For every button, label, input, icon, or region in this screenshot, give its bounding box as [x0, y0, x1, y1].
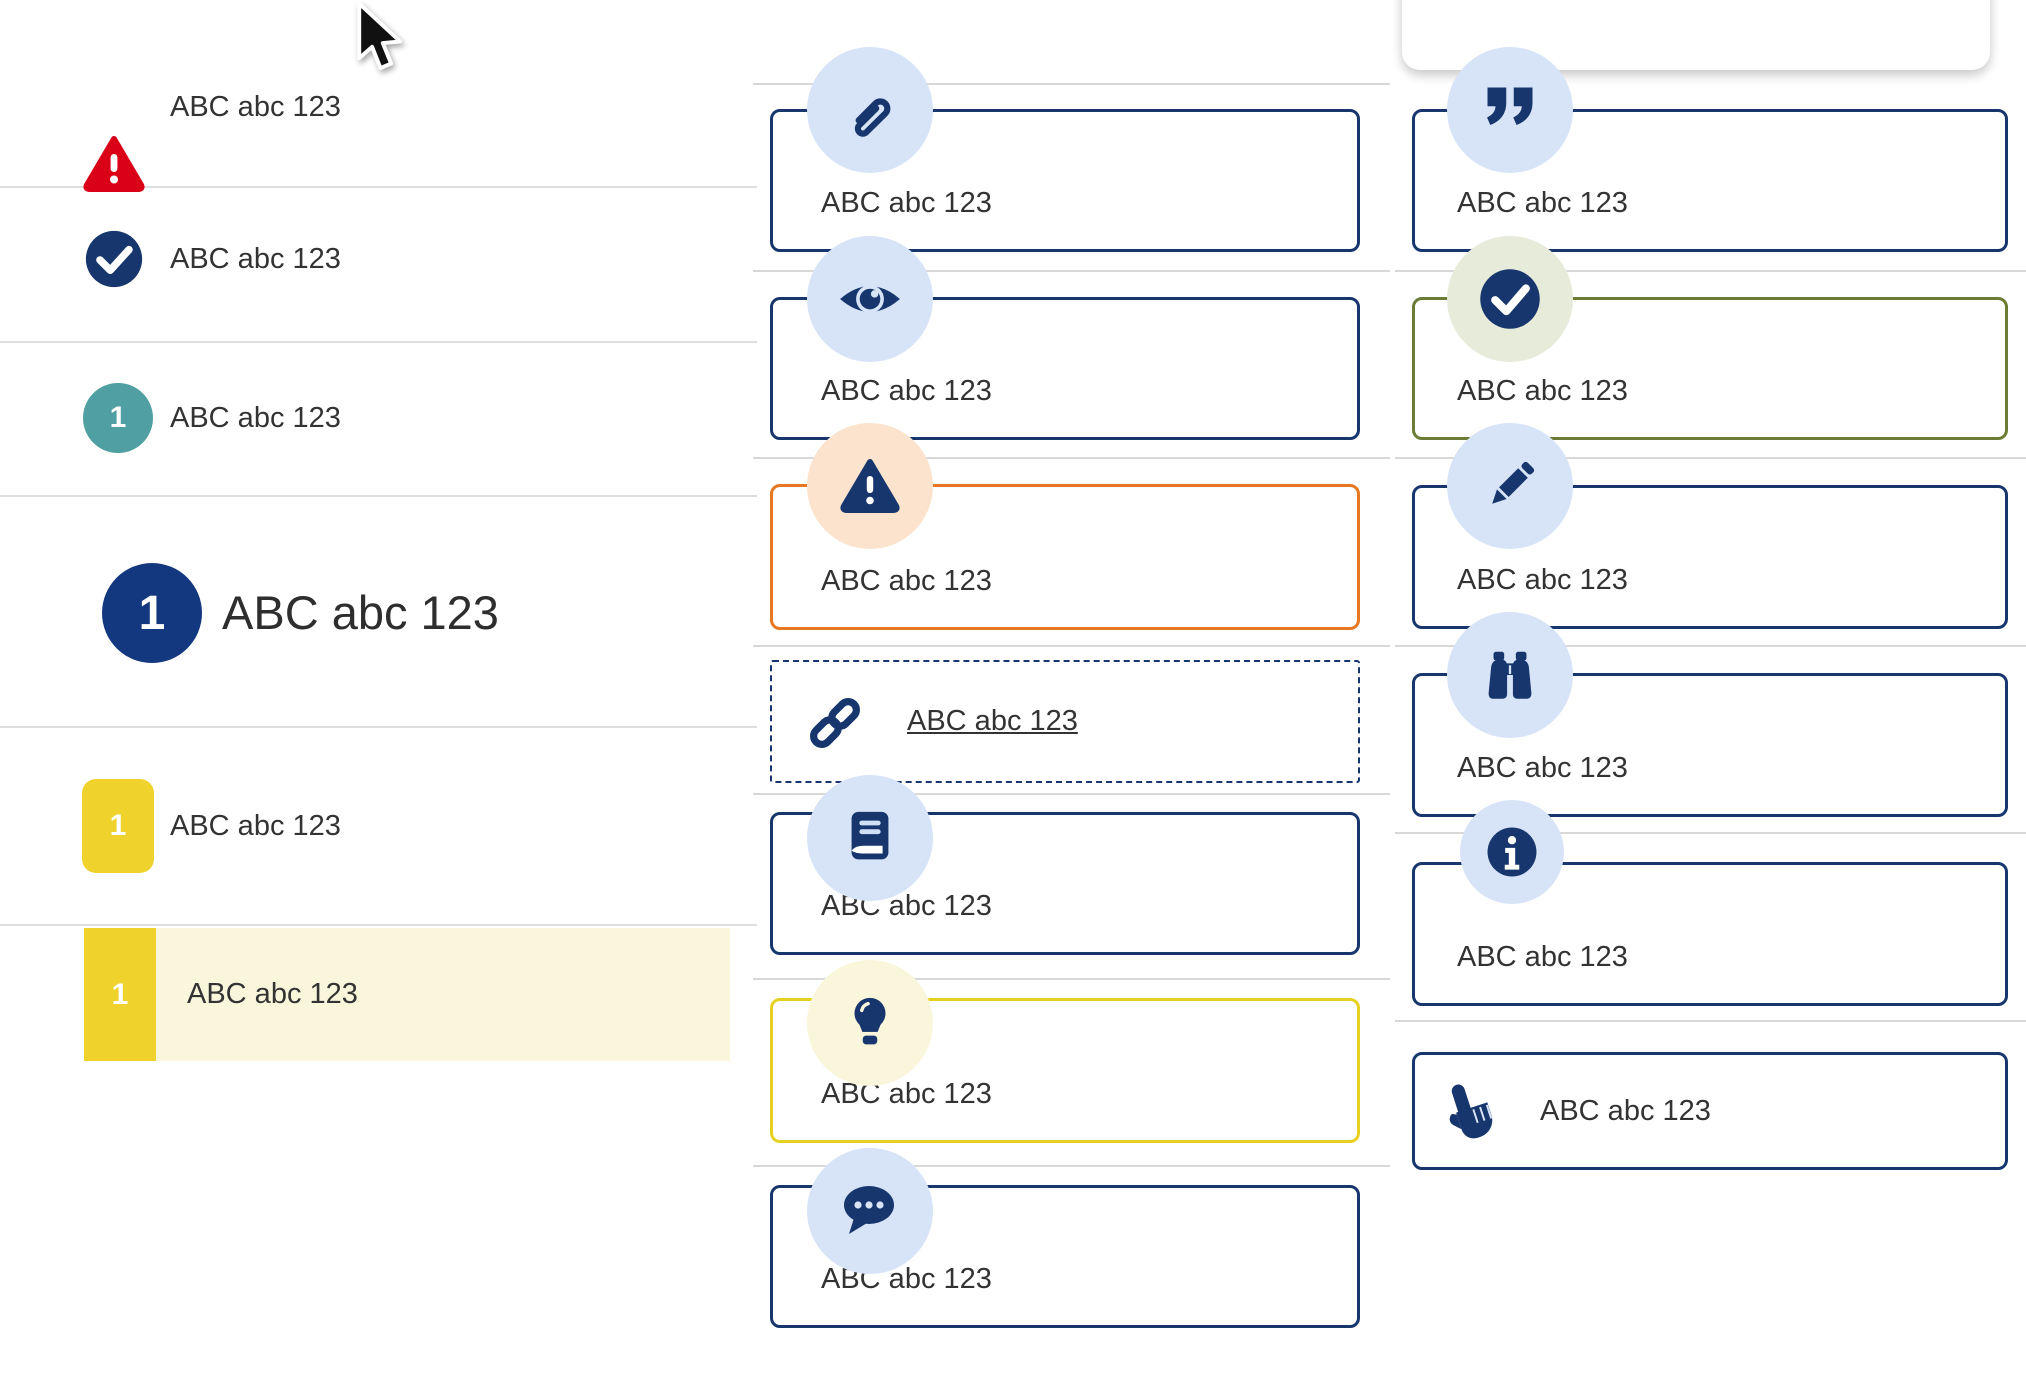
warning-icon: [840, 459, 900, 513]
list-item-heading: ABC abc 123: [222, 586, 499, 639]
list-item-alert[interactable]: ABC abc 123: [0, 60, 757, 192]
tip-badge: [807, 960, 933, 1086]
teal-number-badge: 1: [83, 383, 153, 453]
list-item-label: ABC abc 123: [187, 978, 358, 1010]
list-item-step-yellow[interactable]: 1 ABC abc 123: [0, 779, 757, 879]
binoculars-icon: [1488, 651, 1532, 699]
callout-link[interactable]: ABC abc 123: [770, 660, 1360, 783]
list-item-step-heading[interactable]: 1 ABC abc 123: [0, 563, 757, 673]
list-divider: [0, 726, 757, 728]
badge-number: 1: [109, 809, 127, 842]
row-separator: [753, 793, 1390, 795]
badge-number: 1: [138, 586, 166, 640]
comments-badge: [807, 1148, 933, 1274]
callout-link-text[interactable]: ABC abc 123: [907, 705, 1078, 737]
check-circle-icon: [1480, 269, 1540, 329]
watch-badge: [807, 236, 933, 362]
row-separator: [1395, 270, 2026, 272]
yellow-number-badge: 1: [84, 928, 156, 1061]
callout-label: ABC abc 123: [821, 1078, 992, 1110]
list-item-check[interactable]: ABC abc 123: [0, 215, 757, 315]
warning-badge: [807, 423, 933, 549]
lightbulb-icon: [854, 997, 886, 1045]
quote-icon: [1487, 87, 1533, 125]
info-badge: [1460, 800, 1564, 904]
hand-point-icon: [1449, 1084, 1493, 1139]
row-separator: [753, 1165, 1390, 1167]
list-item-step-teal[interactable]: 1 ABC abc 123: [0, 383, 757, 473]
callout-action[interactable]: ABC abc 123: [1412, 1052, 2008, 1170]
row-separator: [753, 270, 1390, 272]
callout-quote: ABC abc 123: [1412, 109, 2008, 252]
check-circle-icon: [85, 230, 143, 288]
book-icon: [851, 811, 889, 860]
success-badge: [1447, 236, 1573, 362]
mouse-cursor: [357, 2, 403, 71]
row-separator: [1395, 832, 2026, 834]
pencil-icon: [1492, 461, 1535, 504]
row-separator: [753, 645, 1390, 647]
list-divider: [0, 341, 757, 343]
navy-number-badge: 1: [102, 563, 202, 663]
callout-label: ABC abc 123: [1457, 375, 1628, 407]
callout-label: ABC abc 123: [1457, 941, 1628, 973]
row-separator: [753, 83, 1390, 85]
callout-attachment: ABC abc 123: [770, 109, 1360, 252]
callout-label: ABC abc 123: [821, 565, 992, 597]
quote-badge: [1447, 47, 1573, 173]
edit-badge: [1447, 423, 1573, 549]
callout-label: ABC abc 123: [1540, 1094, 1711, 1127]
link-icon: [810, 698, 860, 748]
search-badge: [1447, 612, 1573, 738]
callout-label: ABC abc 123: [1457, 564, 1628, 596]
callout-label: ABC abc 123: [821, 187, 992, 219]
badge-number: 1: [111, 977, 129, 1011]
chat-icon: [844, 1186, 894, 1234]
list-item-label: ABC abc 123: [170, 810, 341, 842]
row-separator: [1395, 645, 2026, 647]
list-item-label: ABC abc 123: [170, 91, 341, 123]
list-item-label: ABC abc 123: [170, 402, 341, 434]
row-separator: [753, 978, 1390, 980]
badge-number: 1: [109, 401, 127, 434]
list-item-step-yellow-selected[interactable]: 1 ABC abc 123: [84, 928, 730, 1061]
eye-icon: [840, 285, 900, 313]
list-item-label: ABC abc 123: [170, 243, 341, 275]
yellow-number-badge: 1: [82, 779, 154, 873]
list-divider: [0, 186, 757, 188]
list-divider: [0, 924, 757, 926]
row-separator: [1395, 457, 2026, 459]
callout-label: ABC abc 123: [1457, 752, 1628, 784]
row-separator: [753, 457, 1390, 459]
info-icon: [1487, 827, 1537, 877]
warning-triangle-icon: [83, 136, 145, 192]
paperclip-icon: [854, 98, 891, 137]
book-badge: [807, 775, 933, 901]
row-separator: [1395, 1020, 2026, 1022]
callout-label: ABC abc 123: [1457, 187, 1628, 219]
attachment-badge: [807, 47, 933, 173]
callout-label: ABC abc 123: [821, 375, 992, 407]
list-divider: [0, 495, 757, 497]
